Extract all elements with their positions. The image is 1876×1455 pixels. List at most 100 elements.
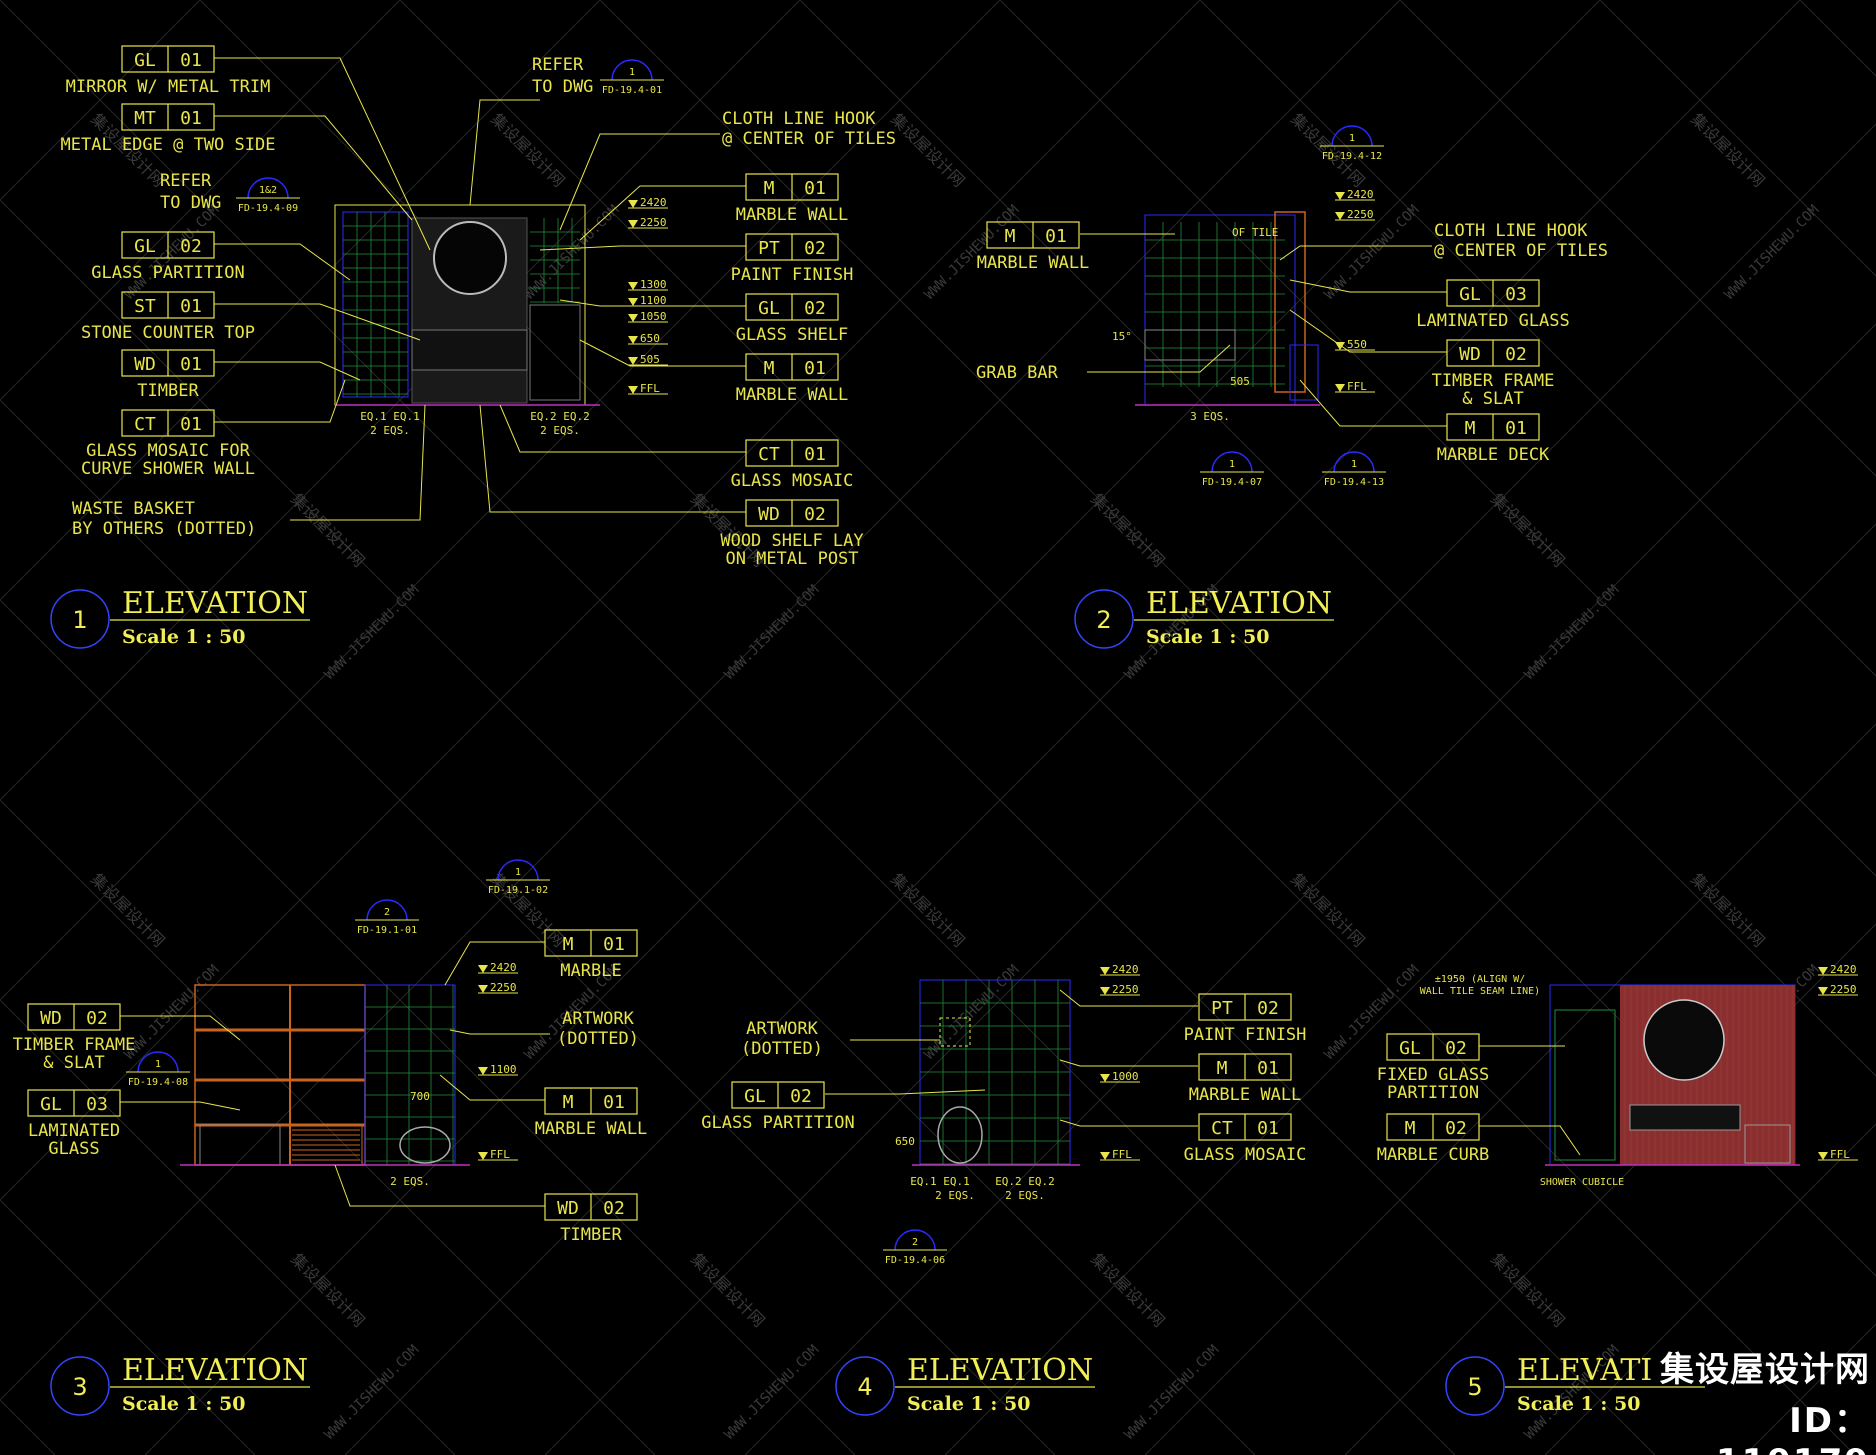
tile-grid bbox=[1145, 222, 1285, 387]
tag-number: 02 bbox=[804, 238, 826, 259]
level-marker: 1300 bbox=[628, 278, 668, 291]
round-mirror bbox=[433, 221, 507, 295]
level-triangle bbox=[478, 1152, 488, 1160]
note-artwork: (DOTTED) bbox=[741, 1039, 823, 1059]
watermark-text: 集设屋设计网 bbox=[1287, 869, 1368, 950]
tag-code: WD bbox=[758, 504, 780, 525]
tag-number: 03 bbox=[1505, 284, 1527, 305]
watermark-mark: WWW.JISHEWU.COM bbox=[322, 582, 423, 683]
watermark-mark: WWW.JISHEWU.COM bbox=[122, 962, 223, 1063]
watermark-mark: WWW.JISHEWU.COM bbox=[922, 962, 1023, 1063]
dimension-label: EQ.2 EQ.2 bbox=[995, 1175, 1055, 1188]
level-value: 650 bbox=[640, 332, 660, 345]
tag-label: MARBLE WALL bbox=[977, 253, 1090, 273]
leader-line bbox=[120, 1015, 241, 1041]
level-value: 2420 bbox=[490, 961, 517, 974]
watermark-mark: WWW.JISHEWU.COM bbox=[1522, 582, 1623, 683]
tag-label: TIMBER bbox=[137, 381, 199, 401]
watermark-mark: 集设屋设计网 bbox=[1087, 1249, 1168, 1330]
tag-number: 02 bbox=[1257, 998, 1279, 1019]
elevation-outline bbox=[1144, 214, 1296, 406]
elevation-number: 1 bbox=[72, 606, 87, 634]
elevation-scale: Scale 1 : 50 bbox=[122, 1393, 245, 1415]
elevation-number: 3 bbox=[72, 1373, 87, 1401]
leader-line bbox=[469, 99, 540, 206]
level-triangle bbox=[1100, 1074, 1110, 1082]
tag-number: 02 bbox=[804, 504, 826, 525]
note-align: WALL TILE SEAM LINE) bbox=[1420, 986, 1540, 997]
level-marker: 2420 bbox=[1335, 188, 1375, 201]
watermark-line bbox=[0, 1399, 56, 1455]
tag-label: MIRROR W/ METAL TRIM bbox=[66, 77, 271, 97]
section-reference: 1&2FD-19.4-09 bbox=[236, 177, 300, 214]
deck bbox=[1289, 344, 1319, 401]
tag-label: GLASS PARTITION bbox=[701, 1113, 855, 1133]
watermark-url: WWW.JISHEWU.COM bbox=[722, 582, 823, 683]
tile-grid bbox=[365, 985, 455, 1165]
section-reference: 1FD-19.4-07 bbox=[1200, 451, 1264, 488]
dimension-label: EQ.2 EQ.2 bbox=[530, 410, 590, 423]
watermark-line bbox=[599, 0, 1876, 1277]
watermark-mark: 集设屋设计网 bbox=[1087, 489, 1168, 570]
tag-label: TIMBER FRAME bbox=[13, 1035, 136, 1055]
watermark-url: WWW.JISHEWU.COM bbox=[922, 962, 1023, 1063]
level-value: FFL bbox=[1112, 1148, 1132, 1161]
watermark-url: WWW.JISHEWU.COM bbox=[122, 962, 223, 1063]
tag-number: 01 bbox=[1257, 1058, 1279, 1079]
watermark-line bbox=[1344, 923, 1876, 1455]
level-value: 2250 bbox=[640, 216, 667, 229]
watermark-line bbox=[0, 999, 456, 1455]
note-shower-cubicle: SHOWER CUBICLE bbox=[1540, 1177, 1624, 1188]
dimension-label: 700 bbox=[410, 1090, 430, 1103]
watermark-line bbox=[0, 0, 201, 201]
watermark-line bbox=[0, 399, 1056, 1455]
watermark-text: 集设屋设计网 bbox=[487, 109, 568, 190]
leader-line bbox=[1289, 309, 1447, 353]
tag-code: CT bbox=[758, 444, 780, 465]
ref-number: 1 bbox=[1349, 133, 1355, 144]
tag-label: GLASS MOSAIC FOR bbox=[86, 441, 251, 461]
tag-number: 01 bbox=[1045, 226, 1067, 247]
level-value: 2420 bbox=[1830, 963, 1857, 976]
note-refer: REFER bbox=[532, 55, 584, 75]
watermark-line bbox=[0, 0, 1201, 1201]
watermark-text: 集设屋设计网 bbox=[287, 1249, 368, 1330]
note-align: ±1950 (ALIGN W/ bbox=[1435, 974, 1525, 985]
watermark-mark: WWW.JISHEWU.COM bbox=[1722, 202, 1823, 303]
watermark-line bbox=[1199, 0, 1876, 677]
leader-line bbox=[559, 133, 720, 231]
tag-code: GL bbox=[40, 1094, 62, 1115]
note-cloth-hook: CLOTH LINE HOOK bbox=[722, 109, 876, 129]
ref-arc bbox=[366, 899, 408, 921]
note-artwork: ARTWORK bbox=[746, 1019, 818, 1039]
note-waste-basket: BY OTHERS (DOTTED) bbox=[72, 519, 256, 539]
ref-number: 1 bbox=[1351, 459, 1357, 470]
leader-line bbox=[214, 57, 431, 251]
level-triangle bbox=[628, 200, 638, 208]
toilet bbox=[399, 1126, 451, 1164]
watermark-text: 集设屋设计网 bbox=[1687, 109, 1768, 190]
level-triangle bbox=[1100, 967, 1110, 975]
level-value: 1100 bbox=[490, 1063, 517, 1076]
watermark-mark: 集设屋设计网 bbox=[1487, 1249, 1568, 1330]
leader-line bbox=[1059, 1059, 1198, 1067]
tile-grid bbox=[530, 218, 580, 303]
watermark-mark: 集设屋设计网 bbox=[1687, 869, 1768, 950]
wall-outline bbox=[364, 984, 456, 1166]
level-marker: 1000 bbox=[1100, 1070, 1140, 1083]
watermark-text: 集设屋设计网 bbox=[1687, 869, 1768, 950]
title-circle bbox=[1074, 589, 1134, 649]
leader-line bbox=[214, 115, 413, 221]
brand-id: ID： 119179 bbox=[1716, 1401, 1870, 1455]
ref-code: FD-19.4-09 bbox=[238, 203, 298, 214]
level-marker: 2420 bbox=[1100, 963, 1140, 976]
tag-number: 02 bbox=[603, 1198, 625, 1219]
elevation-scale: Scale 1 : 50 bbox=[122, 626, 245, 648]
leader-line bbox=[1087, 344, 1231, 373]
tag-label: GLASS SHELF bbox=[736, 325, 849, 345]
level-value: FFL bbox=[1347, 380, 1367, 393]
